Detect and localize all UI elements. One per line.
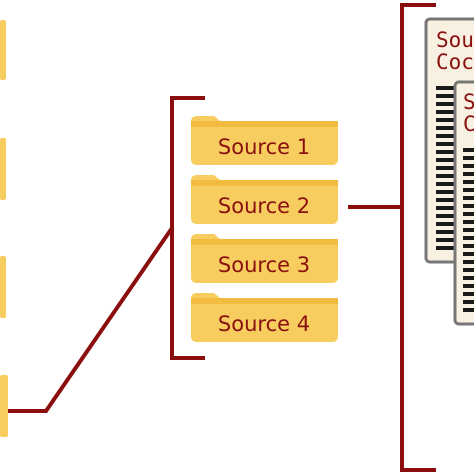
left-folder-icon-2 xyxy=(0,138,6,200)
folder-icon xyxy=(191,175,338,224)
folder-source-4[interactable]: Source 4 xyxy=(191,293,338,342)
left-folder-icon-4 xyxy=(0,375,8,437)
code-line xyxy=(463,236,474,240)
document-title-line-2: Coc xyxy=(436,50,474,74)
code-line xyxy=(436,118,454,122)
code-line xyxy=(436,110,454,114)
left-folder-column xyxy=(0,20,8,437)
left-folder-icon-3 xyxy=(0,256,6,318)
code-line xyxy=(436,94,454,98)
code-line xyxy=(436,142,454,146)
code-line xyxy=(436,102,454,106)
folder-tab-strip xyxy=(191,239,338,245)
code-line xyxy=(436,126,454,130)
code-line xyxy=(463,276,474,280)
folder-tab-strip xyxy=(191,121,338,127)
code-line xyxy=(436,158,454,162)
code-line xyxy=(463,188,474,192)
code-line xyxy=(436,222,454,226)
code-line xyxy=(436,198,454,202)
folder-label: Source 4 xyxy=(218,312,310,336)
folder-bracket xyxy=(170,96,205,360)
folder-source-3[interactable]: Source 3 xyxy=(191,234,338,283)
code-line xyxy=(436,150,454,154)
code-line xyxy=(463,180,474,184)
folder-label: Source 3 xyxy=(218,253,310,277)
document-title-line-1: S xyxy=(463,90,474,114)
code-line xyxy=(463,308,474,312)
folder-icon xyxy=(191,234,338,283)
code-line xyxy=(436,86,454,90)
code-line xyxy=(463,220,474,224)
code-line xyxy=(463,252,474,256)
code-line xyxy=(463,228,474,232)
document-title-line-2: C xyxy=(463,112,474,136)
code-line xyxy=(436,190,454,194)
code-line xyxy=(436,246,454,250)
code-line xyxy=(436,238,454,242)
code-line xyxy=(436,134,454,138)
source-code-document-2[interactable]: S C xyxy=(453,80,474,326)
code-bracket xyxy=(400,3,436,472)
code-line xyxy=(463,172,474,176)
code-line xyxy=(436,182,454,186)
code-line xyxy=(463,268,474,272)
left-folder-icon-1 xyxy=(0,20,6,80)
code-lines xyxy=(436,86,454,250)
folder-label: Source 1 xyxy=(218,135,310,159)
code-line xyxy=(463,156,474,160)
code-line xyxy=(463,244,474,248)
code-line xyxy=(436,214,454,218)
code-line xyxy=(463,204,474,208)
folder-source-1[interactable]: Source 1 xyxy=(191,116,338,165)
code-line xyxy=(463,284,474,288)
code-line xyxy=(463,164,474,168)
code-line xyxy=(436,166,454,170)
folder-label: Source 2 xyxy=(218,194,310,218)
folder-source-2[interactable]: Source 2 xyxy=(191,175,338,224)
folder-tab-strip xyxy=(191,298,338,304)
folder-tab-strip xyxy=(191,180,338,186)
code-lines xyxy=(463,148,474,312)
code-line xyxy=(463,300,474,304)
document-title-line-1: Sou xyxy=(436,28,474,52)
folder-icon xyxy=(191,293,338,342)
code-line xyxy=(463,292,474,296)
code-line xyxy=(436,230,454,234)
code-line xyxy=(463,196,474,200)
folder-icon xyxy=(191,116,338,165)
code-line xyxy=(436,174,454,178)
left-connector-line xyxy=(8,226,174,413)
code-line xyxy=(463,212,474,216)
code-line xyxy=(463,148,474,152)
code-line xyxy=(463,260,474,264)
code-line xyxy=(436,206,454,210)
